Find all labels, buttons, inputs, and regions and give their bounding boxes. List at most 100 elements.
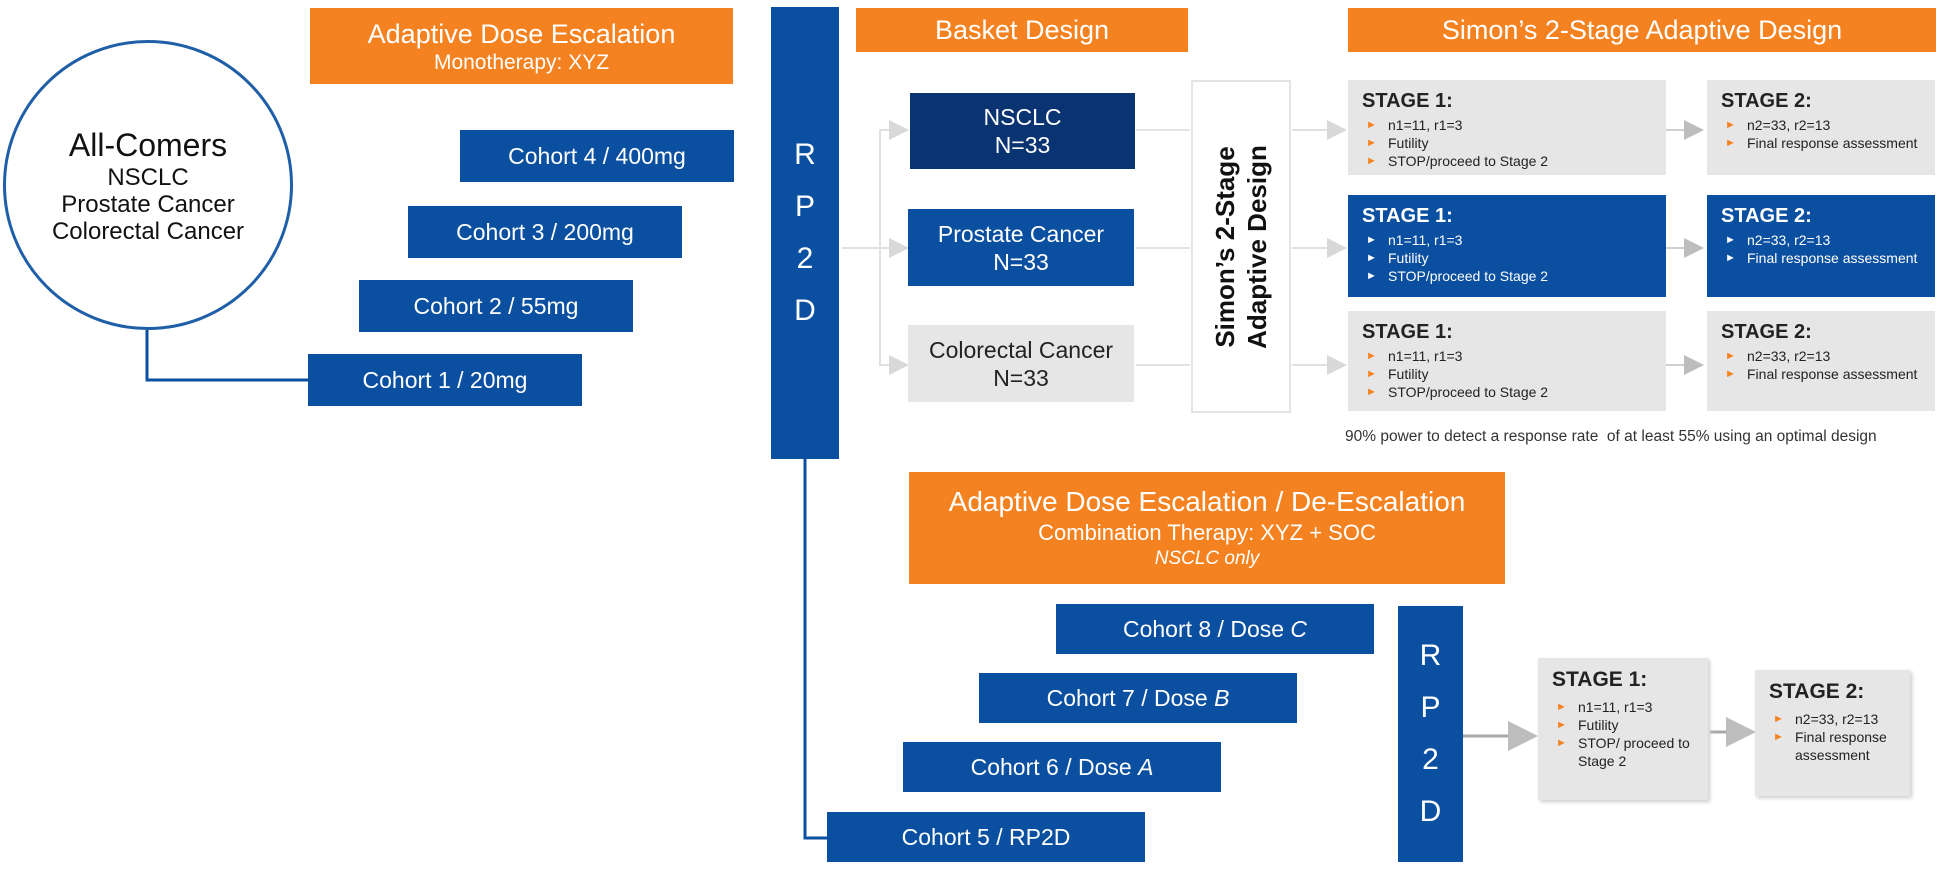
rp2d-letter-p: P (794, 190, 815, 223)
cohort-7: Cohort 7 / Dose B (979, 673, 1297, 723)
stage1-item-text: n1=11, r1=3 (1388, 232, 1463, 248)
stage1-title: STAGE 1: (1362, 90, 1453, 112)
rp2d-connector (803, 458, 830, 840)
bullet-icon: ► (1366, 270, 1377, 282)
combo-escalation-header: Adaptive Dose Escalation / De-Escalation… (909, 472, 1505, 584)
bullet-icon: ► (1366, 155, 1377, 167)
combo-stage1-item: ► STOP/ proceed to Stage 2 (1552, 734, 1694, 770)
cohort-5-label: Cohort 5 / RP2D (901, 823, 1071, 850)
bullet-icon: ► (1366, 350, 1377, 362)
stage1-item: ►Futility (1362, 365, 1652, 383)
stage1-item-text: STOP/proceed to Stage 2 (1388, 384, 1549, 400)
rp2d-column-bottom: R P 2 D (1398, 606, 1463, 862)
bullet-icon: ► (1366, 234, 1377, 246)
combo-stage1-title: STAGE 1: (1552, 668, 1648, 691)
basket-design-header: Basket Design (856, 8, 1188, 52)
cohort-1: Cohort 1 / 20mg (308, 354, 582, 406)
basket-colorectal: Colorectal Cancer N=33 (908, 325, 1134, 402)
combo-stage1-item-text: Futility (1578, 717, 1619, 733)
combo-header-note: NSCLC only (1154, 548, 1260, 569)
basket-header-title: Basket Design (934, 14, 1110, 45)
stage2-item: ►Final response assessment (1721, 365, 1921, 383)
stage2-title: STAGE 2: (1721, 205, 1812, 227)
bullet-icon: ► (1366, 386, 1377, 398)
circle-connector (145, 330, 310, 382)
combo-stage2-item-text: Final response assessment (1795, 729, 1887, 763)
combo-stage2-item: ►Final response assessment (1769, 728, 1896, 764)
bullet-icon: ► (1366, 252, 1377, 264)
cohort-8-label: Cohort 8 / Dose (1122, 615, 1291, 642)
all-comers-title: All-Comers (68, 126, 228, 163)
stage1-item-text: Futility (1388, 135, 1429, 151)
basket-nsclc-name: NSCLC (983, 104, 1062, 130)
stage1-title: STAGE 1: (1362, 321, 1453, 343)
basket-prostate: Prostate Cancer N=33 (908, 209, 1134, 286)
stage2-item-text: Final response assessment (1747, 250, 1918, 266)
simon-vertical-line-1: Simon’s 2-Stage (1210, 145, 1240, 348)
basket-prostate-name: Prostate Cancer (937, 220, 1105, 247)
stage2-item-text: Final response assessment (1747, 366, 1918, 382)
cohort-3: Cohort 3 / 200mg (408, 206, 682, 258)
combo-stage2-item-text: n2=33, r2=13 (1795, 711, 1879, 727)
basket-prostate-n: N=33 (993, 248, 1049, 275)
rp2d-letter-d: D (1419, 795, 1442, 828)
stage1-item: ►Futility (1362, 249, 1652, 267)
cohort-5: Cohort 5 / RP2D (827, 812, 1145, 862)
stage1-prostate: STAGE 1: ► n1=11, r1=3 ►Futility ► STOP/pr… (1348, 195, 1666, 297)
all-comers-line-3: Colorectal Cancer (51, 217, 245, 245)
rp2d-letter-d: D (794, 294, 816, 327)
stage2-item: ► n2=33, r2=13 (1721, 116, 1921, 134)
combo-stage2: STAGE 2: ►n2=33, r2=13 ►Final response a… (1755, 670, 1910, 796)
stage1-item-text: STOP/proceed to Stage 2 (1388, 153, 1549, 169)
cohort-8: Cohort 8 / Dose C (1056, 604, 1374, 654)
simon-design-header: Simon’s 2-Stage Adaptive Design (1348, 8, 1936, 52)
basket-nsclc: NSCLC N=33 (910, 93, 1135, 169)
bullet-icon: ► (1366, 368, 1377, 380)
stage2-item: ► n2=33, r2=13 (1721, 347, 1921, 365)
combo-stage1-item: ►n1=11, r1=3 (1552, 698, 1694, 716)
rp2d-letter-p: P (1420, 691, 1441, 724)
stage1-title: STAGE 1: (1362, 205, 1453, 227)
stage1-item: ► Futility (1362, 134, 1652, 152)
cohort-4: Cohort 4 / 400mg (460, 130, 734, 182)
combo-stage1: STAGE 1: ►n1=11, r1=3 ► Futility ► STOP/ p… (1538, 658, 1708, 800)
cohort-6-label: Cohort 6 / Dose (970, 753, 1139, 780)
stage2-item: ► Final response assessment (1721, 249, 1921, 267)
combo-stage1-item-text: STOP/ proceed to Stage 2 (1578, 735, 1690, 769)
bullet-icon: ► (1366, 137, 1377, 149)
stage1-nsclc: STAGE 1: ►n1=11, r1=3 ►Futility ►STOP/pr… (1348, 80, 1666, 175)
stage1-item-text: STOP/proceed to Stage 2 (1388, 268, 1549, 284)
combo-stage2-item: ►n2=33, r2=13 (1769, 710, 1896, 728)
bullet-icon: ► (1725, 234, 1736, 246)
all-comers-line-1: NSCLC (107, 163, 189, 191)
mono-header-subtitle: Monotherapy: XYZ (433, 50, 610, 74)
combo-stage2-title: STAGE 2: (1769, 680, 1865, 703)
simon-header-title: Simon’s 2-Stage Adaptive Design (1441, 14, 1843, 45)
cohort-6: Cohort 6 / Dose A (903, 742, 1221, 792)
cohort-7-dose: B (1214, 684, 1230, 711)
bullet-icon: ► (1366, 119, 1377, 131)
stage2-item-text: n2=33, r2=13 (1747, 232, 1831, 248)
stage1-item: ►n1=11, r1=3 (1362, 347, 1652, 365)
bullet-icon: ► (1725, 350, 1736, 362)
bullet-icon: ► (1725, 252, 1736, 264)
power-note: 90% power to detect a response rate of a… (1345, 428, 1877, 445)
basket-nsclc-n: N=33 (994, 132, 1051, 158)
stage1-item: ► STOP/proceed to Stage 2 (1362, 267, 1652, 285)
cohort-7-label: Cohort 7 / Dose (1046, 684, 1215, 711)
stage2-item: ► n2=33, r2=13 (1721, 231, 1921, 249)
cohort-2: Cohort 2 / 55mg (359, 280, 633, 332)
stage2-prostate: STAGE 2: ► n2=33, r2=13 ► Final response a… (1707, 195, 1935, 297)
stage2-item-text: n2=33, r2=13 (1747, 348, 1831, 364)
stage2-item-text: n2=33, r2=13 (1747, 117, 1831, 133)
combo-header-subtitle: Combination Therapy: XYZ + SOC (1038, 520, 1376, 545)
bullet-icon: ► (1725, 137, 1736, 149)
bullet-icon: ► (1725, 119, 1736, 131)
simon-vertical-text: Simon’s 2-Stage Adaptive Design (1209, 145, 1273, 349)
bullet-icon: ► (1556, 737, 1567, 749)
all-comers-circle: All-Comers NSCLC Prostate Cancer Colorec… (3, 40, 293, 330)
rp2d-column-top: R P 2 D (771, 7, 839, 459)
combo-stage1-item-text: n1=11, r1=3 (1578, 699, 1653, 715)
stage2-colorectal: STAGE 2: ►n2=33, r2=13 ►Final response a… (1707, 311, 1935, 411)
